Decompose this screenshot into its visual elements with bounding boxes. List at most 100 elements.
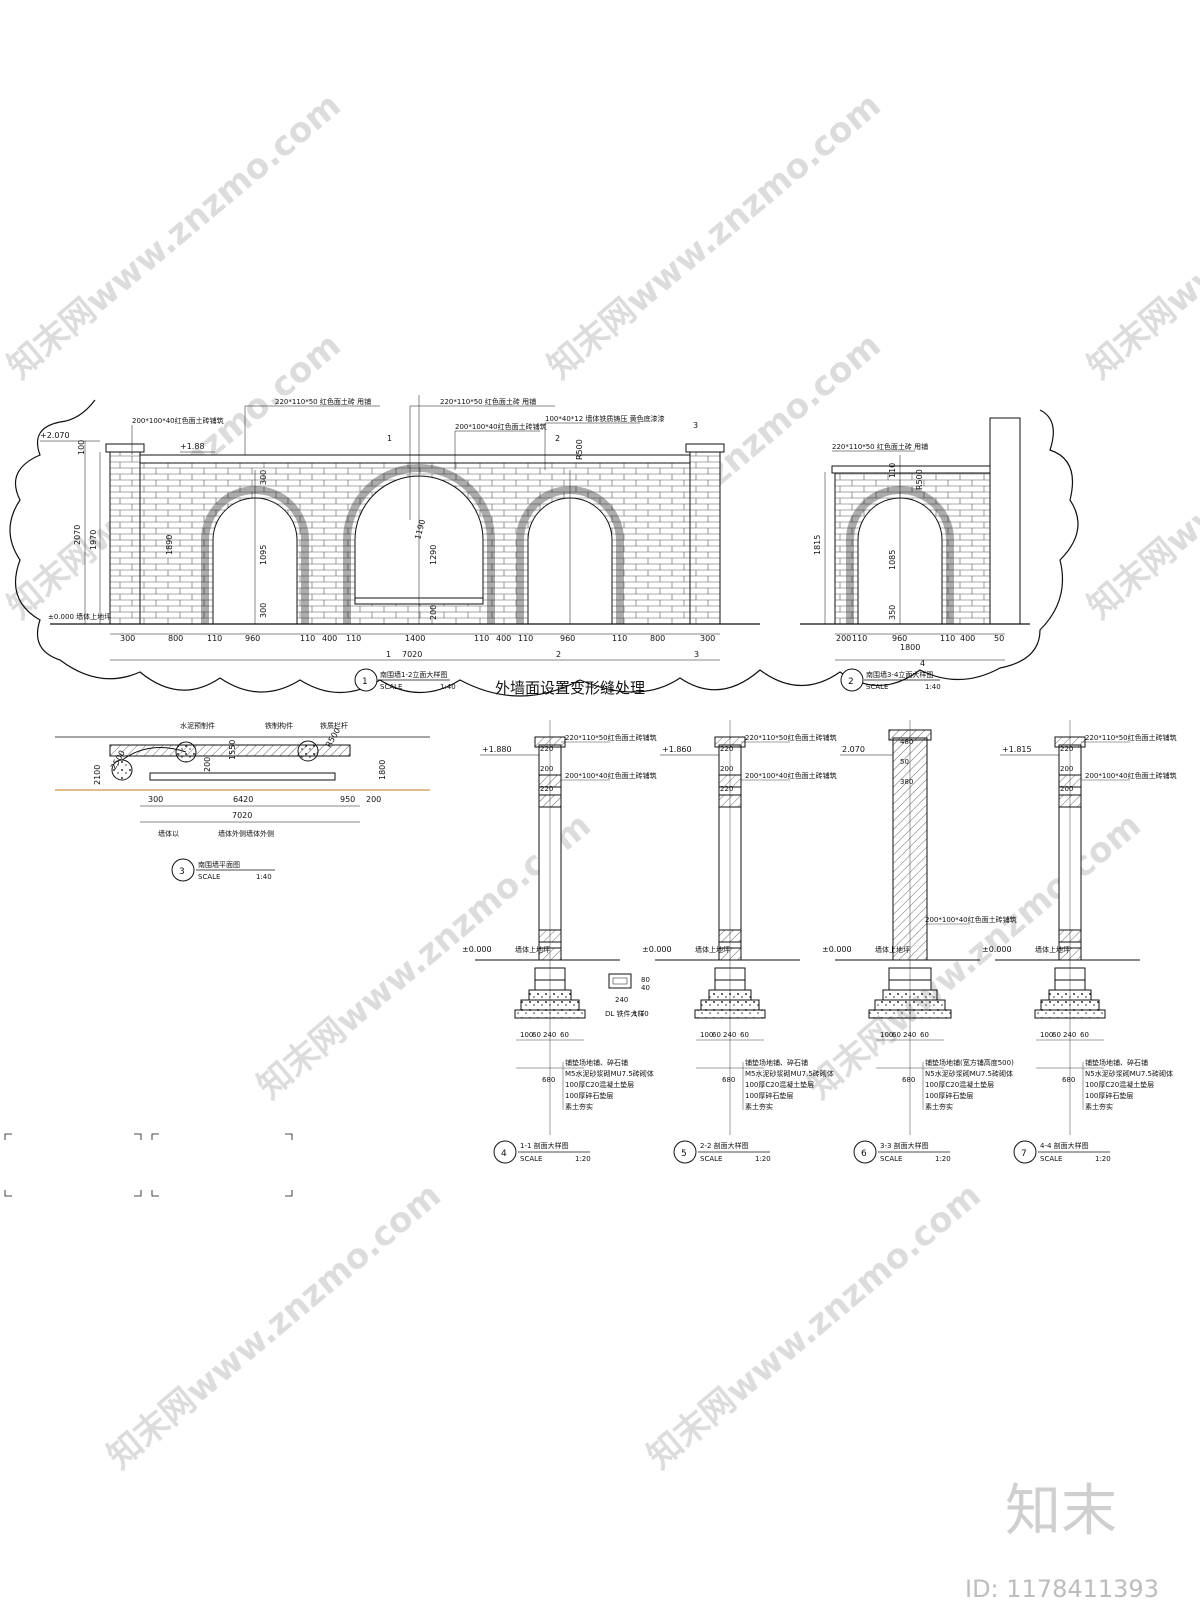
dim-text: 110: [207, 634, 222, 643]
level-ground: ±0.000: [462, 945, 492, 954]
layer-note: N5水泥砂浆砌MU7.5砖砌体: [925, 1069, 1013, 1078]
dim-text: 60: [892, 1031, 901, 1039]
dim-text: 1970: [89, 530, 98, 550]
dim-text: 6420: [233, 795, 253, 804]
dim-text: 50: [994, 634, 1004, 643]
level-top: +2.070: [40, 431, 70, 440]
watermark-layer: 知末网www.znzmo.com 知末网www.znzmo.com 知末网www…: [0, 85, 1200, 1477]
dim-text: 110: [888, 463, 897, 478]
scale-value: 1:40: [440, 683, 456, 691]
level-top: +1.860: [662, 745, 692, 754]
dim-text: 380: [900, 778, 913, 786]
grid-mark: 2: [556, 650, 561, 659]
dim-text: 1815: [813, 535, 822, 555]
pier-cap-right: [685, 443, 725, 453]
ground-note: 墙体上地坪: [695, 945, 730, 954]
dim-text: 680: [722, 1076, 735, 1084]
dim-text: 1800: [378, 760, 387, 780]
badge-number: 1: [362, 677, 368, 687]
layer-note: 素土夯实: [565, 1102, 593, 1111]
scale-value: 1:40: [925, 683, 941, 691]
scale-label: SCALE: [520, 1155, 542, 1163]
ground-note: 墙体上地坪: [515, 945, 550, 954]
note: 220*110*50 红色面土砖 甩铺: [440, 397, 536, 406]
grid-mark: 2: [555, 434, 560, 443]
level-wall: +1.88: [180, 442, 205, 451]
revision-cloud: [9, 399, 1079, 697]
layer-note: 100厚C20混凝土垫层: [745, 1080, 814, 1089]
note: 200*100*40红色面土砖铺筑: [455, 422, 547, 431]
watermark-text: 知末网www.znzmo.com: [640, 1175, 989, 1477]
layer-note: M5水泥砂浆砌MU7.5砖砌体: [565, 1069, 654, 1078]
dim-text: 110: [612, 634, 627, 643]
drawing-title: 南围墙平面图: [198, 860, 240, 869]
scale-label: SCALE: [198, 873, 220, 881]
scale-label: SCALE: [700, 1155, 722, 1163]
dim-text: 1085: [888, 550, 897, 570]
bottom-dims: 300 800 110 960 110 400 110 1400 110 400…: [120, 634, 715, 659]
dl-scale: 1:10: [633, 1010, 649, 1018]
level-ground: ±0.000 墙体上地坪: [48, 612, 111, 621]
pier-plan: [297, 740, 319, 762]
dim-text: 200: [429, 605, 438, 620]
layer-note: 素土夯实: [1085, 1102, 1113, 1111]
dim-text: 60: [532, 1031, 541, 1039]
grid-mark: 1: [387, 434, 392, 443]
note: 200*100*40红色面土砖铺筑: [745, 771, 837, 780]
grid-mark: 4: [920, 659, 925, 668]
dim-text: 960: [245, 634, 260, 643]
drawing-title: 3-3 剖面大样图: [880, 1141, 929, 1150]
note: 200*100*40红色面土砖铺筑: [565, 771, 657, 780]
pier-cap-left: [105, 443, 145, 453]
dim-text: 400: [496, 634, 511, 643]
dim-text: 60: [740, 1031, 749, 1039]
drawing-title: 1-1 剖面大样图: [520, 1141, 569, 1150]
dim-text: 240: [903, 1031, 916, 1039]
dim-text: 240: [723, 1031, 736, 1039]
note: 100*40*12 墙体铁质铸压 黄色底漆漆: [545, 414, 665, 423]
dim-text: 60: [560, 1031, 569, 1039]
layer-note: 素土夯实: [745, 1102, 773, 1111]
dim-text: 200: [1060, 785, 1073, 793]
badge-number: 5: [681, 1149, 687, 1159]
wall-plan: [109, 744, 351, 757]
dim-text: 200: [366, 795, 381, 804]
drawing-title: 南围墙1-2立面大样图: [380, 670, 447, 679]
banner-title: 外墙面设置变形缝处理: [495, 679, 645, 697]
dim-text: 110: [518, 634, 533, 643]
dim-text: 110: [852, 634, 867, 643]
dim-text: R500: [915, 469, 924, 490]
dim-text: 680: [542, 1076, 555, 1084]
dim-text: 220: [1060, 745, 1073, 753]
note: 200*100*40红色面土砖铺筑: [925, 915, 1017, 924]
badge-number: 7: [1021, 1149, 1027, 1159]
scale-value: 1:20: [1095, 1155, 1111, 1163]
watermark-text: 知末网www.znzmo.com: [0, 85, 349, 387]
dim-text: 220: [720, 745, 733, 753]
dim-text: 100: [77, 440, 86, 455]
dim-text: 100: [880, 1031, 893, 1039]
plan-3: 水泥预制件 铁制构件 铁质栏杆 2100 1800 2500 200 6420 …: [55, 721, 430, 882]
top-notes: 200*100*40红色面土砖铺筑 220*110*50 红色面土砖 甩铺 22…: [131, 397, 665, 520]
dim-text: 50: [900, 758, 909, 766]
elevation-1: 200*100*40红色面土砖铺筑 220*110*50 红色面土砖 甩铺 2 2…: [40, 395, 760, 697]
dim-text: 200: [720, 765, 733, 773]
note: 水泥预制件: [180, 721, 215, 730]
dim-text: 220: [720, 785, 733, 793]
scale-label: SCALE: [880, 1155, 902, 1163]
dim-text: 60: [1052, 1031, 1061, 1039]
layer-note: 100厚碎石垫层: [565, 1091, 613, 1100]
watermark-text: 知末网www.znzmo.com: [540, 85, 889, 387]
ground-note: 墙体上地坪: [875, 945, 910, 954]
detail-badge: [1013, 1140, 1037, 1164]
detail-badge: [171, 858, 195, 882]
adjacent-pier: [989, 417, 1021, 625]
dim-text: 100: [700, 1031, 713, 1039]
dim-text: 110: [346, 634, 361, 643]
ground-note: 墙体上地坪: [1035, 945, 1070, 954]
scale-label: SCALE: [866, 683, 888, 691]
note: 200*100*40红色面土砖铺筑: [1085, 771, 1177, 780]
